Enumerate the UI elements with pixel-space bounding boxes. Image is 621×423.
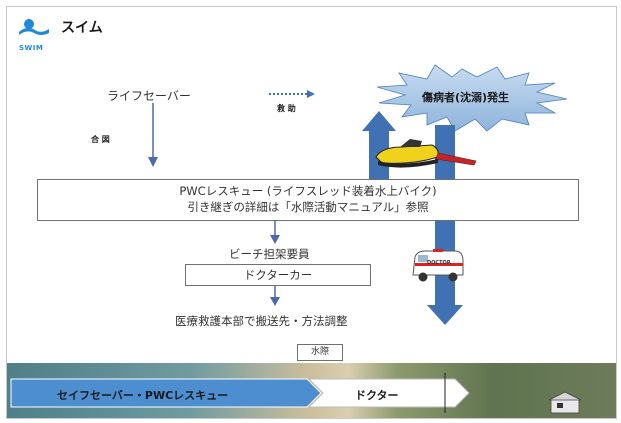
- victim-starburst: [376, 64, 568, 132]
- page-title: スイム: [61, 20, 103, 36]
- doctor-car-box: ドクターカー: [185, 264, 371, 286]
- victim-label: 傷病者(沈溺)発生: [422, 91, 510, 104]
- waterline-label: 水際: [297, 344, 343, 361]
- pwc-line2: 引き継ぎの詳細は「水際活動マニュアル」参照: [187, 200, 429, 214]
- band-left-label: セイフセーバー・PWCレスキュー: [57, 389, 229, 402]
- ambulance-text: DOCTOR: [427, 260, 451, 266]
- responsibility-band: [10, 373, 470, 413]
- pwc-line1: PWCレスキュー (ライフスレッド装着水上バイク): [179, 184, 437, 198]
- ambulance-icon: [412, 249, 464, 282]
- band-right-label: ドクター: [355, 389, 399, 402]
- lifesaver-label: ライフセーバー: [107, 89, 191, 103]
- slide: SWIM スイム: [6, 6, 617, 419]
- beach-staff-label: ビーチ担架要員: [229, 247, 310, 261]
- hq-label: 医療救護本部で搬送先・方法調整: [175, 314, 348, 328]
- swim-logo-icon: [19, 19, 49, 35]
- pwc-rescue-box: PWCレスキュー (ライフスレッド装着水上バイク) 引き継ぎの詳細は「水際活動マ…: [37, 179, 579, 221]
- signal-label: 合 図: [91, 135, 110, 144]
- jet-ski-icon: [375, 139, 477, 168]
- house-icon: [548, 391, 582, 414]
- rescue-label: 救 助: [277, 104, 296, 113]
- logo-text: SWIM: [19, 44, 44, 52]
